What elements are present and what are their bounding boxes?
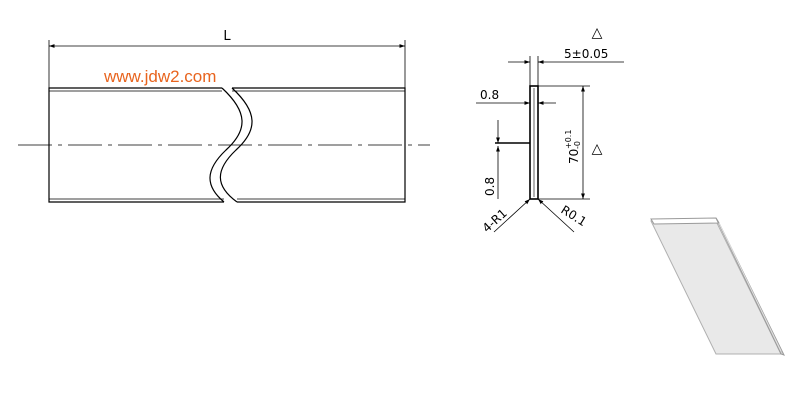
height-base-label: 70 <box>567 149 581 164</box>
width-tolerance-label: 5±0.05 <box>564 47 608 61</box>
iso-face <box>650 220 782 355</box>
height-tol-lower-label: -0 <box>573 141 582 149</box>
watermark-text: www.jdw2.com <box>103 67 216 86</box>
bar-right-piece <box>232 87 406 203</box>
bar-left-piece-inner <box>49 90 224 200</box>
iso-edge-line <box>718 222 782 352</box>
radius-right-label: R0.1 <box>558 203 589 229</box>
break-line-left <box>209 87 243 203</box>
delta-mark-right: △ <box>592 141 603 157</box>
front-view <box>18 40 430 203</box>
delta-mark-top: △ <box>592 25 603 41</box>
thickness-top-label: 0.8 <box>480 88 499 102</box>
length-label: L <box>223 29 231 44</box>
radius-left-leader <box>493 198 531 233</box>
section-view <box>476 56 624 233</box>
bar-right-piece-inner <box>232 90 405 200</box>
radius-right-leader <box>537 198 575 233</box>
thickness-side-label: 0.8 <box>483 177 497 196</box>
height-tol-upper-label: +0.1 <box>564 130 573 149</box>
height-tolerance-group: 70 +0.1 -0 <box>564 130 582 164</box>
isometric-view <box>650 217 785 356</box>
iso-top-edge <box>650 217 720 225</box>
break-line-right <box>219 87 253 203</box>
